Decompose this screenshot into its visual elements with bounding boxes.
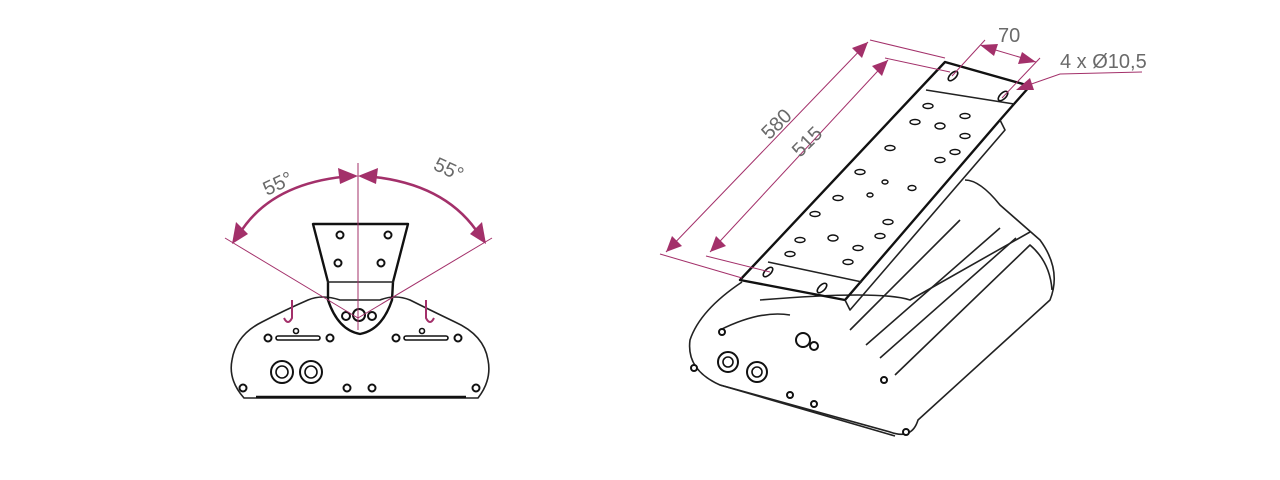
fixture-body-front bbox=[230, 296, 490, 399]
mounting-plate-iso bbox=[738, 60, 1032, 311]
angle-dimension bbox=[224, 163, 493, 330]
cable-gland-icon bbox=[299, 360, 323, 384]
angle-left-label: 55° bbox=[260, 168, 297, 201]
holes-spec-label: 4 x Ø10,5 bbox=[1060, 51, 1147, 73]
angle-right-label: 55° bbox=[430, 154, 467, 187]
cable-gland-icon bbox=[746, 361, 768, 383]
hook-icon bbox=[283, 300, 435, 323]
width-70-label: 70 bbox=[998, 25, 1020, 47]
length-580-label: 580 bbox=[757, 105, 796, 144]
iso-view: 580 515 70 4 x Ø10,5 bbox=[659, 25, 1147, 437]
cable-gland-icon bbox=[270, 360, 294, 384]
fixture-body-iso bbox=[688, 179, 1056, 437]
dimension-lines bbox=[659, 39, 1143, 279]
length-515-label: 515 bbox=[788, 123, 827, 162]
cable-gland-icon bbox=[717, 351, 739, 373]
front-view: 55° 55° bbox=[224, 154, 493, 399]
mounting-bracket-front bbox=[311, 222, 410, 336]
